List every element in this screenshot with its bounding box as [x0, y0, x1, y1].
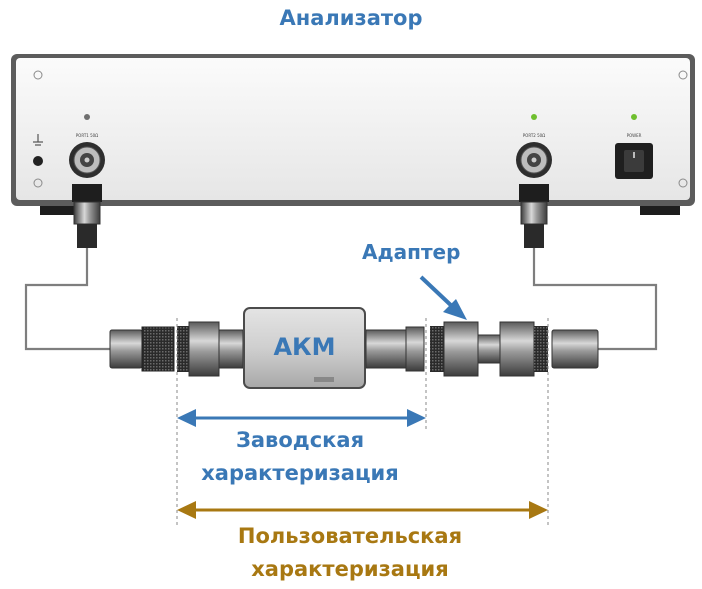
adapter-icon	[430, 321, 548, 377]
port2-connector-icon	[516, 142, 552, 178]
user-characterization-arrow	[177, 501, 548, 519]
analyzer-foot-left	[40, 205, 80, 215]
factory-characterization-label-line1: Заводская	[235, 428, 365, 452]
cable-end-connector-left-icon	[109, 326, 175, 372]
factory-characterization-label-line2: характеризация	[201, 461, 399, 485]
ground-icon	[33, 134, 43, 146]
panel-screw-icon	[678, 178, 688, 188]
port1-label: PORT1 50Ω	[76, 133, 98, 138]
analyzer-panel	[16, 58, 690, 200]
user-characterization-label-line2: характеризация	[251, 557, 449, 581]
panel-screw-icon	[33, 70, 43, 80]
user-characterization-label-line1: Пользовательская	[237, 524, 463, 548]
analyzer-front-panel: PORT1 50Ω PORT2 50Ω POWER	[11, 54, 695, 215]
adapter-pointer-arrow	[419, 275, 467, 320]
port1-led-icon	[84, 114, 90, 120]
adapter-label: Адаптер	[362, 240, 461, 264]
power-switch-icon	[615, 143, 653, 179]
port2-label: PORT2 50Ω	[523, 133, 545, 138]
ground-jack-icon	[33, 156, 43, 166]
acm-connector-left-icon	[177, 321, 244, 377]
analyzer-foot-right	[640, 205, 680, 215]
power-label: POWER	[627, 133, 642, 138]
acm-module-icon	[243, 307, 366, 389]
cable-end-connector-right-icon	[551, 329, 599, 369]
cable-connector-port2-icon	[519, 184, 549, 248]
acm-connector-right-icon	[365, 326, 425, 372]
reference-plane-lines	[176, 318, 549, 526]
panel-screw-icon	[678, 70, 688, 80]
factory-characterization-arrow	[177, 409, 426, 427]
acm-label: АКМ	[273, 333, 336, 361]
analyzer-title: Анализатор	[279, 6, 423, 30]
panel-screw-icon	[33, 178, 43, 188]
cable-connector-port1-icon	[72, 184, 102, 248]
port2-led-icon	[531, 114, 537, 120]
power-led-icon	[631, 114, 637, 120]
port1-connector-icon	[69, 142, 105, 178]
test-cables	[24, 248, 658, 351]
